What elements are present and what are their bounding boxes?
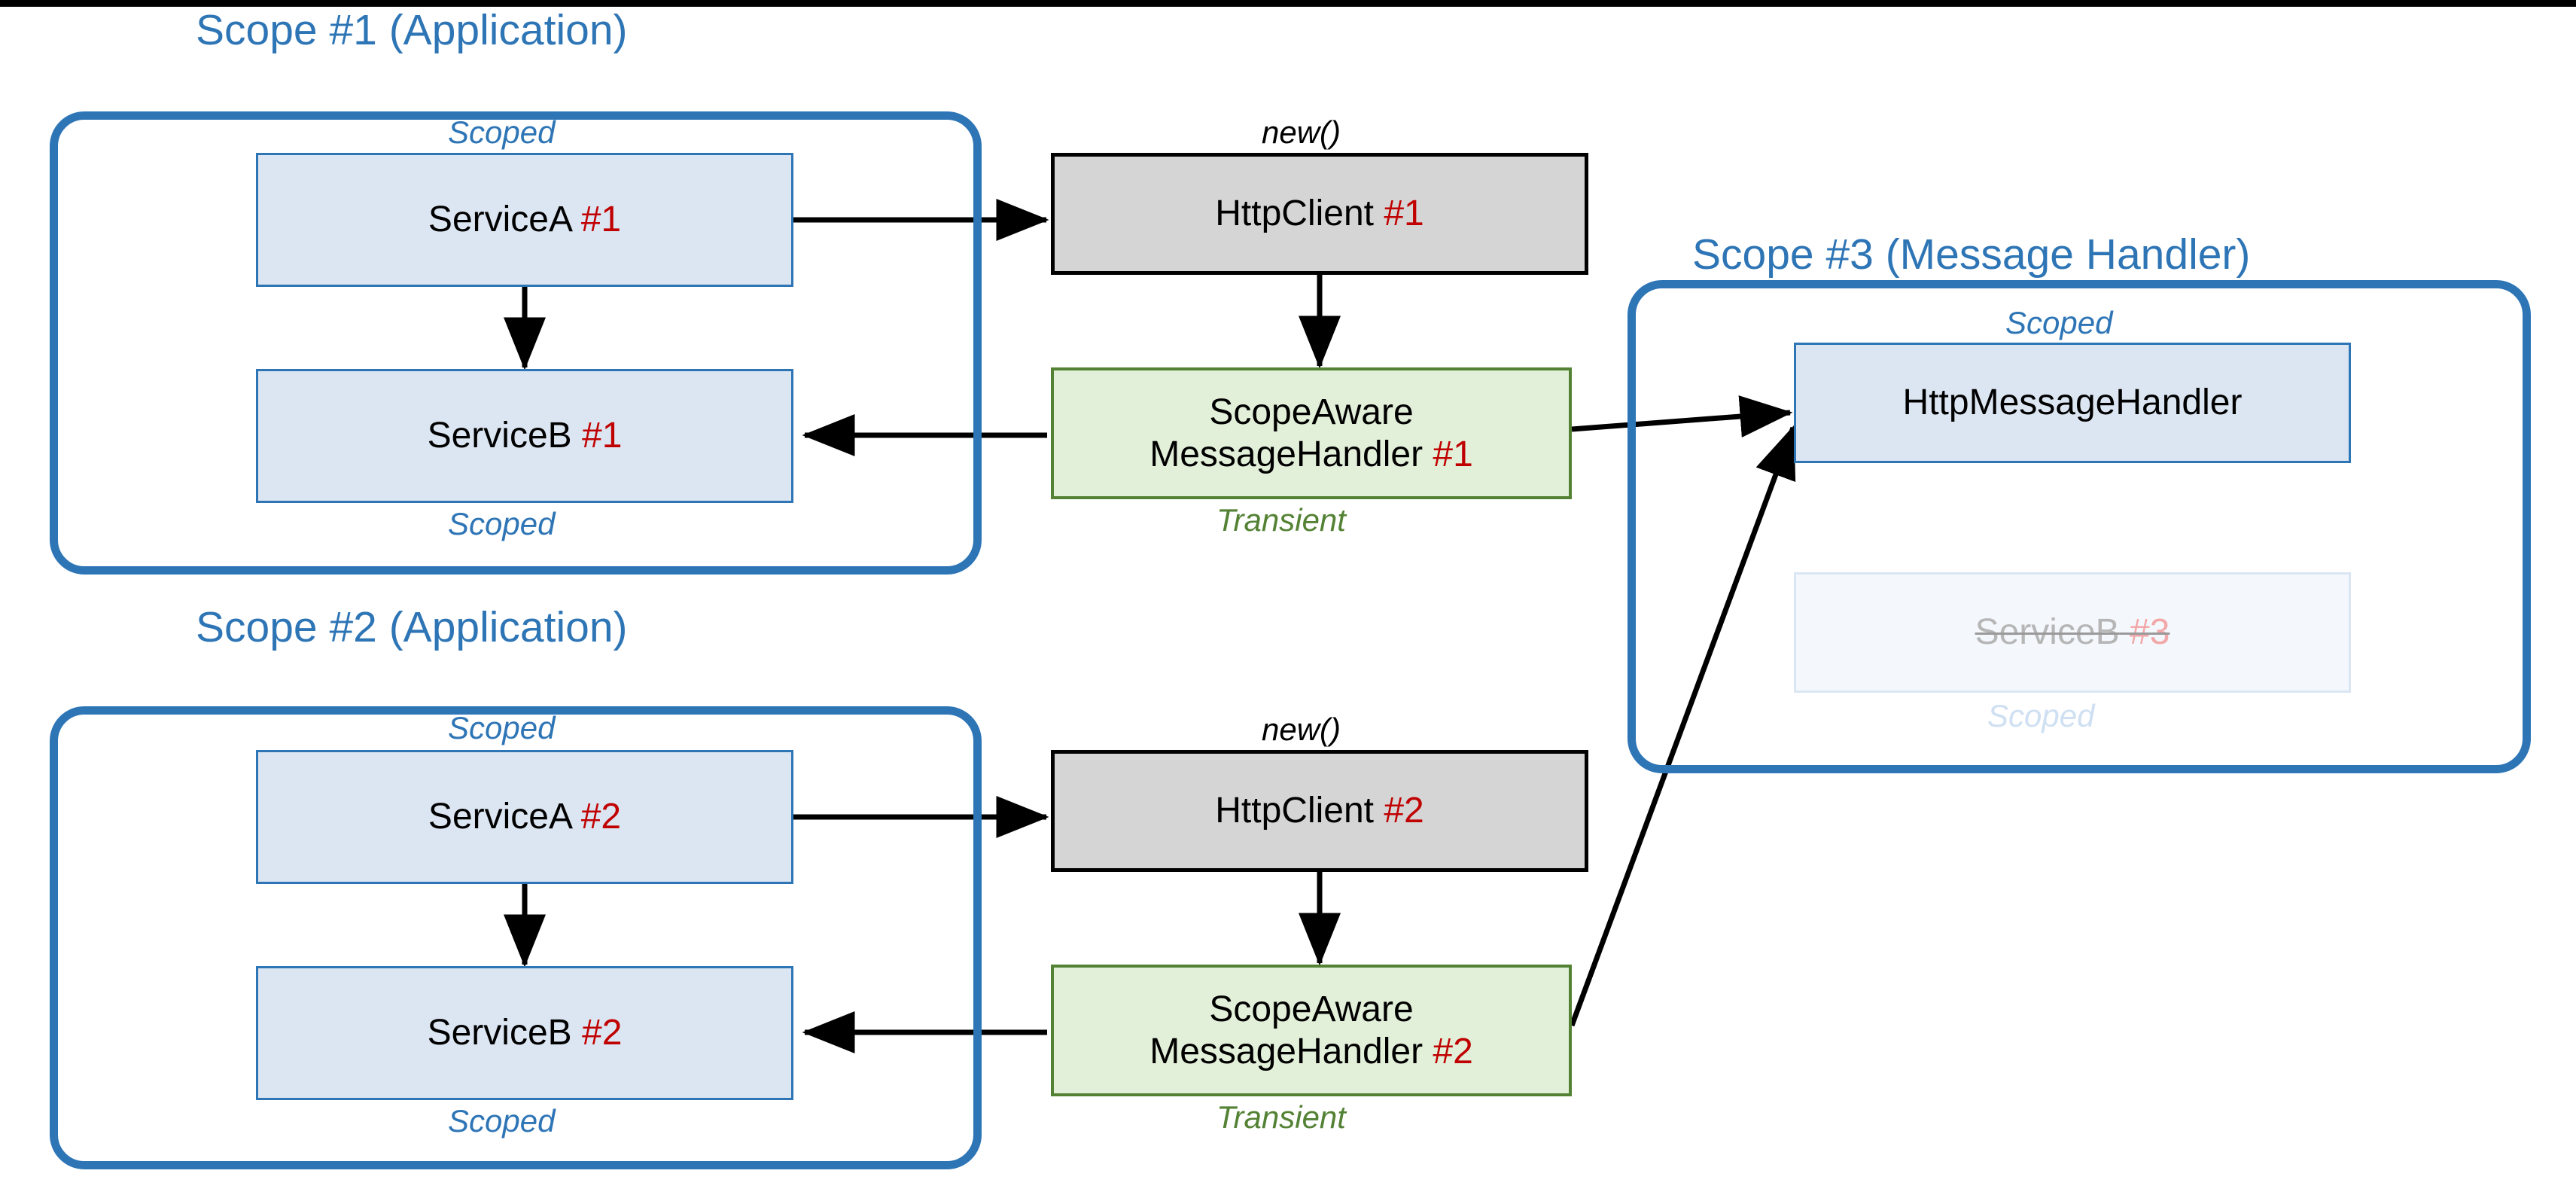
node-serviceA1[interactable]: ServiceA #1 [256, 153, 793, 287]
node-httpClient1-name: HttpClient [1215, 194, 1374, 234]
node-serviceB1-instance: #1 [582, 416, 623, 456]
node-handler2[interactable]: ScopeAware MessageHandler #2 [1051, 965, 1572, 1096]
node-serviceB2-text: ServiceB #2 [428, 1012, 623, 1054]
node-handler2-line2: MessageHandler [1149, 1031, 1423, 1071]
node-httpClient2-text: HttpClient #2 [1215, 790, 1423, 832]
node-serviceA2-name: ServiceA [428, 797, 571, 837]
node-httpClient1-instance: #1 [1384, 194, 1424, 234]
node-handler2-line1: ScopeAware [1209, 989, 1414, 1029]
node-serviceB3-text: ServiceB #3 [1975, 611, 2170, 654]
scope2-container [50, 706, 982, 1169]
scope1-top-scoped-label: Scoped [448, 114, 556, 150]
top-black-bar [0, 0, 2576, 7]
node-handler1[interactable]: ScopeAware MessageHandler #1 [1051, 367, 1572, 499]
node-handler1-line2-wrap: MessageHandler #1 [1149, 434, 1473, 476]
node-serviceA2-instance: #2 [580, 797, 622, 837]
node-serviceB3-name: ServiceB [1975, 612, 2120, 653]
node-serviceA2[interactable]: ServiceA #2 [256, 750, 793, 884]
node-httpMessageHandler-name: HttpMessageHandler [1902, 383, 2243, 423]
scope3-top-scoped-label: Scoped [2005, 305, 2113, 340]
scope3-bottom-scoped-label: Scoped [1987, 698, 2095, 733]
scope2-title: Scope #2 (Application) [196, 603, 628, 651]
node-httpClient2[interactable]: HttpClient #2 [1051, 750, 1588, 872]
node-httpMessageHandler[interactable]: HttpMessageHandler [1794, 343, 2351, 463]
node-handler2-line2-wrap: MessageHandler #2 [1149, 1031, 1473, 1073]
node-httpClient2-name: HttpClient [1215, 791, 1374, 831]
node-serviceB3[interactable]: ServiceB #3 [1794, 572, 2351, 693]
httpClient2-new-label: new() [1262, 712, 1341, 747]
scope2-bottom-scoped-label: Scoped [448, 1103, 556, 1139]
node-httpClient1-text: HttpClient #1 [1215, 193, 1423, 235]
node-httpClient1[interactable]: HttpClient #1 [1051, 153, 1588, 275]
scope1-bottom-scoped-label: Scoped [448, 506, 556, 541]
node-serviceA2-text: ServiceA #2 [428, 796, 621, 838]
node-serviceA1-text: ServiceA #1 [428, 199, 621, 241]
scope2-top-scoped-label: Scoped [448, 710, 556, 745]
node-serviceB1-name: ServiceB [427, 416, 572, 456]
node-serviceB2[interactable]: ServiceB #2 [256, 966, 793, 1100]
node-handler2-instance: #2 [1433, 1031, 1473, 1071]
node-handler1-instance: #1 [1433, 434, 1473, 474]
node-handler1-line2: MessageHandler [1149, 434, 1423, 474]
scope1-title: Scope #1 (Application) [196, 6, 628, 54]
node-handler1-line1: ScopeAware [1209, 392, 1414, 432]
node-serviceB1-text: ServiceB #1 [428, 415, 623, 457]
node-httpMessageHandler-text: HttpMessageHandler [1903, 382, 2243, 424]
node-serviceB1[interactable]: ServiceB #1 [256, 369, 793, 503]
node-serviceB2-name: ServiceB [427, 1013, 572, 1053]
node-httpClient2-instance: #2 [1384, 791, 1424, 831]
node-serviceA1-instance: #1 [580, 200, 622, 240]
node-serviceA1-name: ServiceA [428, 200, 571, 240]
scope3-container [1628, 280, 2531, 773]
handler1-transient-label: Transient [1216, 502, 1346, 538]
node-serviceB2-instance: #2 [582, 1013, 623, 1053]
httpClient1-new-label: new() [1262, 114, 1341, 150]
scope1-container [50, 111, 982, 575]
scope3-title: Scope #3 (Message Handler) [1692, 230, 2251, 279]
node-serviceB3-instance: #3 [2130, 612, 2170, 653]
handler2-transient-label: Transient [1216, 1099, 1346, 1135]
